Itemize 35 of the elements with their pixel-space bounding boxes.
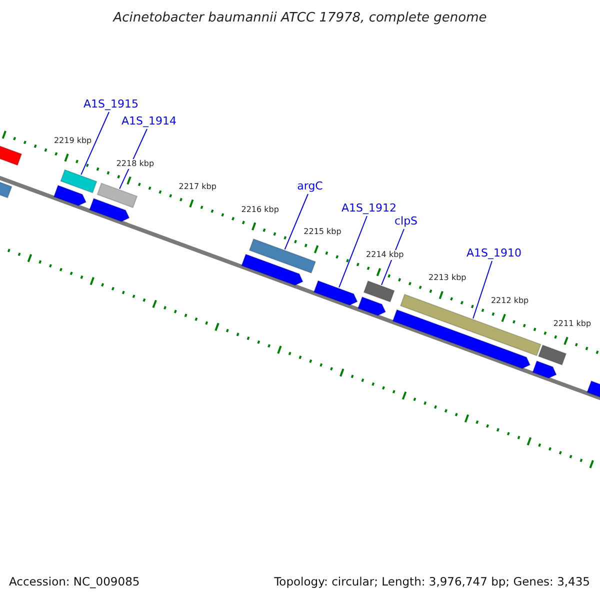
leader-line <box>284 194 308 250</box>
leader-line <box>80 112 110 176</box>
gene-feature <box>357 296 386 316</box>
scale-label: 2215 kbp <box>302 227 342 238</box>
gene-label: A1S_1910 <box>466 248 522 258</box>
gene-label: A1S_1914 <box>122 116 176 126</box>
gene-label: argC <box>297 180 323 192</box>
gene-bar <box>96 182 138 208</box>
scale-label: 2214 kbp <box>365 250 405 260</box>
scale-label: 2218 kbp <box>115 158 156 169</box>
scale-label: 2211 kbp <box>552 319 592 329</box>
gene-bar <box>538 344 567 366</box>
gene-label: A1S_1915 <box>84 98 138 110</box>
gene-bar <box>248 238 316 274</box>
leader-line <box>338 216 368 288</box>
gene-bar <box>400 294 542 356</box>
scale-label: 2219 kbp <box>52 136 93 146</box>
gene-feature <box>532 360 557 379</box>
gene-feature <box>313 280 358 306</box>
gene-label: clpS <box>394 216 418 226</box>
gene-label: A1S_1912 <box>342 202 396 214</box>
gene-feature <box>240 254 304 286</box>
scale-label: 2212 kbp <box>490 296 530 306</box>
gene-bar <box>363 280 395 303</box>
gene-feature <box>392 309 531 370</box>
scale-label: 2216 kbp <box>240 204 280 214</box>
genome-info-text: Topology: circular; Length: 3,976,747 bp; Genes: 3,435 <box>274 576 590 588</box>
accession-text: Accession: NC_009085 <box>9 576 140 588</box>
gene-feature <box>88 198 130 222</box>
leader-line <box>472 260 492 319</box>
scale-label: 2217 kbp <box>178 182 218 192</box>
title: Acinetobacter baumannii ATCC 17978, complete genome <box>113 12 487 24</box>
gene-bar <box>60 169 98 194</box>
scale-label: 2213 kbp <box>428 273 468 284</box>
gene-feature <box>53 184 87 206</box>
